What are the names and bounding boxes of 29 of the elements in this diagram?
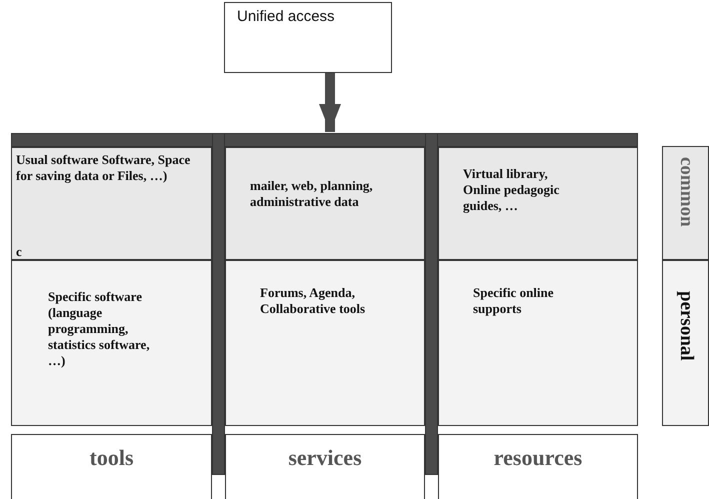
common-cell [11,147,212,260]
cell-text: Specific online supports [473,285,555,317]
category-box [438,434,638,499]
cell-text: Virtual library, Online pedagogic guides, … [463,166,560,214]
category-label: services [287,445,363,471]
cell-text: mailer, web, planning, administrative data [250,178,374,210]
personal-cell [438,260,638,426]
personal-cell [11,260,212,426]
cell-text: Specific software (language programming, statistics software, …) [48,289,151,369]
row-label: common [675,157,697,227]
access-bar [11,133,638,147]
row-header [662,260,709,426]
category-box [225,434,425,499]
pillar [425,133,438,475]
access-box [224,2,392,73]
category-label: tools [88,445,134,471]
cell-text: Forums, Agenda, Collaborative tools [260,285,366,317]
row-label: personal [675,291,697,361]
category-label: resources [492,445,584,471]
box-title: Unified access [237,9,335,25]
personal-cell [225,260,425,426]
common-cell [438,147,638,260]
category-box [11,434,212,499]
arrow [319,73,341,132]
row-header [662,146,709,260]
cell-text: Usual software Software, Space for saving data or Files, …) [16,152,192,184]
common-cell [225,147,425,260]
pillar [212,133,225,475]
cell-note: c [16,244,23,260]
